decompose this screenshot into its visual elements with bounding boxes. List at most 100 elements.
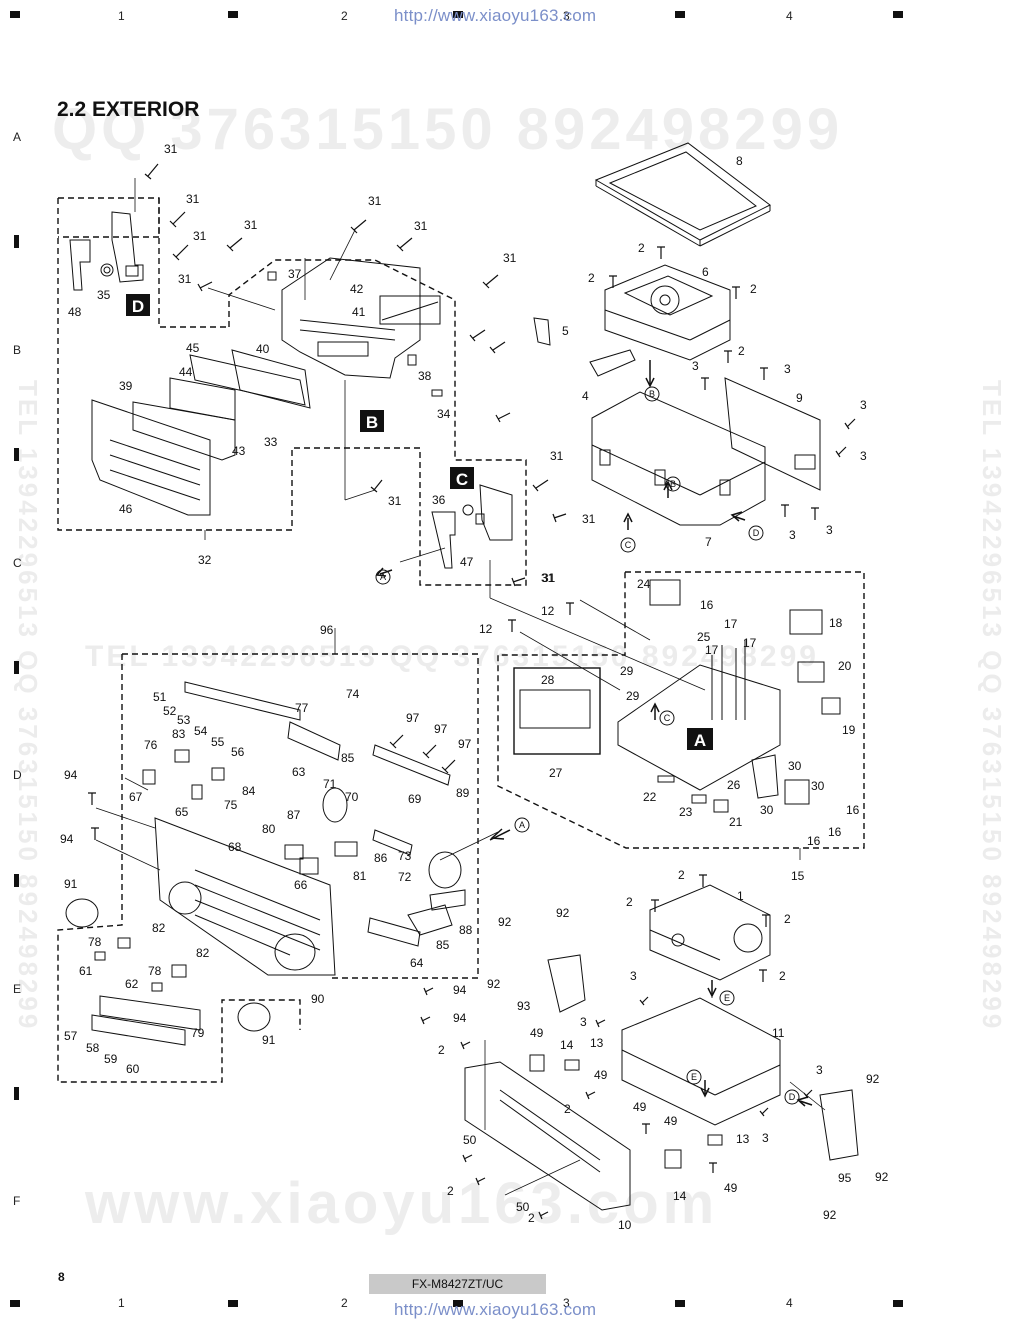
part-callout: 3 (826, 523, 833, 537)
header-url[interactable]: http://www.xiaoyu163.com (394, 6, 597, 25)
part-callout: 28 (541, 673, 555, 687)
part-callout: 49 (594, 1068, 608, 1082)
part-callout: 86 (374, 851, 388, 865)
part-callout: 19 (842, 723, 856, 737)
part-callout: 55 (211, 735, 225, 749)
screw-set (88, 163, 856, 1220)
sub-assembly-tags: D B C A (126, 294, 713, 750)
part-callout: 60 (126, 1062, 140, 1076)
part-callout: 50 (516, 1200, 530, 1214)
tag-a-label: A (694, 731, 706, 750)
side-mark (14, 448, 19, 461)
part-callout: 37 (288, 267, 302, 281)
part-callout: 63 (292, 765, 306, 779)
row-letter: C (13, 556, 22, 570)
part-callout: 81 (353, 869, 367, 883)
part-callout: 66 (294, 878, 308, 892)
grid-number: 1 (118, 1296, 125, 1310)
bracket-d (69, 211, 144, 291)
part-callout: 2 (626, 895, 633, 909)
tag-b-label: B (366, 413, 378, 432)
part-callout: 3 (692, 359, 699, 373)
part-callout: 94 (453, 1011, 467, 1025)
part-callout: 78 (88, 935, 102, 949)
part-callout: 27 (549, 766, 563, 780)
footer-url[interactable]: http://www.xiaoyu163.com (394, 1300, 597, 1319)
part-callout: 73 (398, 849, 412, 863)
part-callout: 2 (784, 912, 791, 926)
part-callout: 8 (736, 154, 743, 168)
part-callout: 77 (295, 701, 309, 715)
part-callout: 22 (643, 790, 657, 804)
part-callout: 88 (459, 923, 473, 937)
part-callout: 64 (410, 956, 424, 970)
part-callout: 30 (760, 803, 774, 817)
part-callout: 14 (673, 1189, 687, 1203)
part-callout: 75 (224, 798, 238, 812)
part-callout: 80 (262, 822, 276, 836)
part-callout: 31 (368, 194, 382, 208)
part-callout: 3 (860, 398, 867, 412)
part-callout: 61 (79, 964, 93, 978)
part-callout: 31 (244, 218, 258, 232)
part-callout: 89 (456, 786, 470, 800)
part-callout: 49 (530, 1026, 544, 1040)
frame-10 (464, 1054, 859, 1211)
part-callout: 42 (350, 282, 364, 296)
part-callout: 62 (125, 977, 139, 991)
svg-text:A: A (519, 820, 525, 830)
part-callout: 2 (738, 344, 745, 358)
part-callout: 50 (463, 1133, 477, 1147)
part-callout: 11 (772, 1026, 785, 1040)
svg-text:B: B (649, 389, 655, 399)
tag-a (687, 728, 713, 750)
part-callout: 59 (104, 1052, 118, 1066)
group-outline-27 (513, 667, 601, 755)
part-callout: 79 (191, 1026, 205, 1040)
part-callout: 35 (97, 288, 111, 302)
part-callout: 3 (630, 969, 637, 983)
part-callout: 72 (398, 870, 412, 884)
tag-d (126, 294, 150, 316)
part-callout: 3 (789, 528, 796, 542)
part-callout: 31 (186, 192, 200, 206)
part-callout: 31 (164, 142, 178, 156)
part-callout: 25 (697, 630, 711, 644)
part-callout: 47 (460, 555, 474, 569)
side-mark (14, 661, 19, 674)
grid-mark (893, 11, 903, 18)
part-callout: 83 (172, 727, 186, 741)
part-callout: 31 (541, 571, 555, 585)
part-callout: 3 (784, 362, 791, 376)
part-callout: 29 (620, 664, 634, 678)
part-callout: 70 (345, 790, 359, 804)
part-callout: 12 (479, 622, 493, 636)
part-callout: 85 (341, 751, 355, 765)
grid-mark (10, 11, 20, 18)
part-callout: 45 (186, 341, 200, 355)
part-callout: 26 (727, 778, 741, 792)
part-callout: 9 (796, 391, 803, 405)
part-callout: 29 (626, 689, 640, 703)
part-callout: 82 (152, 921, 166, 935)
part-callout: 91 (64, 877, 78, 891)
watermark-qq: QQ 376315150 892498299 (52, 97, 844, 162)
part-callout: 18 (829, 616, 843, 630)
part-callout: 92 (823, 1208, 837, 1222)
part-callout: 43 (232, 444, 246, 458)
part-callout: 17 (724, 617, 738, 631)
part-callout: 3 (816, 1063, 823, 1077)
part-callout: 39 (119, 379, 133, 393)
part-callout: 74 (346, 687, 360, 701)
part-callout: 92 (498, 915, 512, 929)
frame-7 (591, 391, 766, 526)
part-callout: 3 (860, 449, 867, 463)
svg-text:D: D (753, 528, 760, 538)
group-outline-d (58, 197, 160, 238)
tag-c-label: C (456, 470, 468, 489)
part-callout: 16 (846, 803, 860, 817)
part-callout: 68 (228, 840, 242, 854)
part-callout: 51 (153, 690, 167, 704)
part-callout: 36 (432, 493, 446, 507)
part-callout: 2 (447, 1184, 454, 1198)
